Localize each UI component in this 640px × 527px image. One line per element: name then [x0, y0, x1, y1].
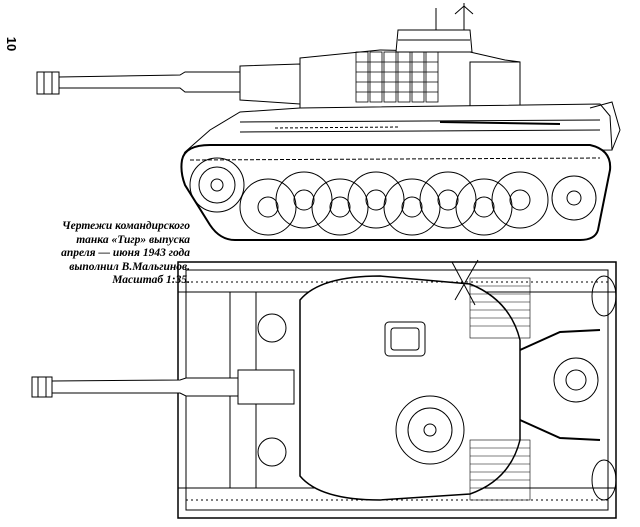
caption-line-1: Чертежи командирского [62, 220, 190, 232]
road-wheels [239, 171, 549, 236]
caption-line-2: танка «Тигр» выпуска [76, 233, 190, 246]
caption-line-3: апреля — июня 1943 года [61, 247, 190, 259]
figure-caption: Чертежи командирского танка «Тигр» выпус… [12, 220, 190, 288]
caption-line-5: Масштаб 1:35. [112, 274, 190, 286]
caption-line-4: выполнил В.Мальгинов. [69, 260, 190, 273]
